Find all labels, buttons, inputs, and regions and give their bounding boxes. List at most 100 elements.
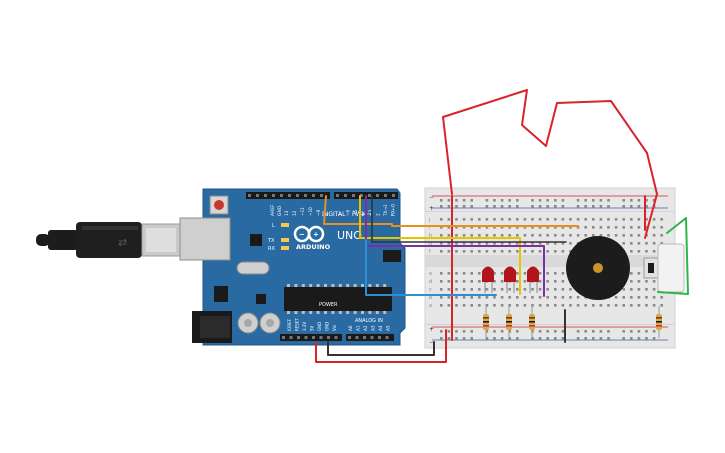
- wire-blue[interactable]: [365, 239, 497, 296]
- digital-pin-label: RX←0: [391, 204, 396, 216]
- resistor[interactable]: [506, 306, 512, 338]
- header-pin[interactable]: [363, 336, 366, 339]
- digital-pin-label: 8: [324, 213, 329, 216]
- header-pin[interactable]: [392, 194, 395, 197]
- atmega-chip: [284, 287, 392, 311]
- header-pin[interactable]: [348, 336, 351, 339]
- arduino-uno-board[interactable]: L TX RX − + ARDUINO UNO DIGITAL PWM~ POW…: [179, 188, 406, 346]
- row-letter: b: [429, 295, 432, 301]
- header-pin[interactable]: [378, 336, 381, 339]
- wire-yellow[interactable]: [359, 195, 521, 295]
- onboard-leds: L TX RX: [267, 223, 289, 252]
- resistor[interactable]: [483, 306, 489, 338]
- wire-black-digital[interactable]: [371, 195, 567, 243]
- header-pin[interactable]: [370, 336, 374, 339]
- header-pin[interactable]: [280, 194, 283, 197]
- digital-pin-label: ~3: [368, 209, 373, 216]
- header-pin[interactable]: [327, 336, 330, 339]
- header-pin[interactable]: [319, 336, 323, 339]
- row-letter: g: [429, 241, 432, 247]
- svg-text:−: −: [299, 231, 305, 239]
- power-pin-label: 5V: [310, 325, 315, 331]
- wire-red-top-loop[interactable]: [442, 89, 658, 195]
- row-letter: j: [428, 217, 430, 223]
- header-pin[interactable]: [256, 194, 259, 197]
- analog-header[interactable]: [346, 334, 394, 341]
- usb-chip: [250, 234, 262, 246]
- power-pin-label: Vin: [332, 324, 337, 331]
- header-pin[interactable]: [288, 194, 291, 197]
- led-label-l: L: [272, 223, 275, 229]
- digital-pin-label: 4: [361, 213, 366, 216]
- header-pin[interactable]: [296, 194, 299, 197]
- header-pin[interactable]: [385, 336, 389, 339]
- wire-black-gnd[interactable]: [327, 341, 435, 356]
- digital-pin-label: 12: [292, 210, 297, 216]
- header-pin[interactable]: [304, 336, 308, 339]
- header-pin[interactable]: [312, 336, 315, 339]
- header-pin[interactable]: [368, 194, 371, 197]
- header-pin[interactable]: [376, 194, 379, 197]
- wire-red-rail-right[interactable]: [644, 193, 658, 239]
- resistors[interactable]: [483, 306, 662, 338]
- header-pin[interactable]: [289, 336, 293, 339]
- header-pin[interactable]: [384, 194, 387, 197]
- svg-text:+: +: [313, 231, 319, 239]
- red-led-3[interactable]: [527, 266, 539, 294]
- digital-pin-label: 13: [284, 210, 289, 216]
- header-pin[interactable]: [352, 194, 355, 197]
- digital-header[interactable]: [246, 192, 398, 199]
- wire-red-5v[interactable]: [315, 329, 447, 363]
- analog-pin-label: A0: [348, 325, 353, 331]
- header-pin[interactable]: [334, 336, 338, 339]
- header-pin[interactable]: [282, 336, 285, 339]
- arduino-logo: − + ARDUINO UNO: [293, 225, 362, 251]
- usb-cable[interactable]: ⇄: [36, 222, 181, 258]
- wire-orange[interactable]: [323, 195, 579, 227]
- power-header[interactable]: [280, 334, 342, 341]
- row-letter: d: [429, 279, 432, 285]
- red-led-1[interactable]: [482, 266, 494, 294]
- header-pin[interactable]: [304, 194, 307, 197]
- pwm-label: PWM~: [352, 211, 372, 218]
- header-pin[interactable]: [320, 194, 323, 197]
- digital-pin-label: ~6: [346, 209, 351, 216]
- row-letter: h: [429, 233, 432, 239]
- analog-pin-label: A5: [386, 325, 391, 331]
- piezo-buzzer[interactable]: [566, 236, 630, 300]
- header-pin[interactable]: [264, 194, 267, 197]
- resistor[interactable]: [656, 306, 662, 338]
- header-pin[interactable]: [355, 336, 359, 339]
- header-pin[interactable]: [336, 194, 339, 197]
- wire-green[interactable]: [657, 217, 689, 295]
- wire-purple[interactable]: [365, 195, 545, 297]
- pushbutton[interactable]: [643, 243, 685, 293]
- resistor[interactable]: [529, 306, 535, 338]
- header-pin[interactable]: [248, 194, 251, 197]
- crystal: [236, 261, 270, 275]
- wires[interactable]: [315, 89, 689, 363]
- red-led-2[interactable]: [504, 266, 516, 294]
- header-pin[interactable]: [312, 194, 315, 197]
- rail-minus-bottom-left: −: [429, 339, 434, 346]
- power-pin-label: IOREF: [287, 318, 292, 331]
- header-pin[interactable]: [360, 194, 363, 197]
- row-letter: c: [429, 287, 432, 293]
- row-letter: i: [429, 225, 430, 231]
- arduino-logo-text: ARDUINO: [296, 243, 331, 251]
- power-pin-label: 3.3V: [302, 322, 307, 331]
- power-pin-label: RESET: [295, 318, 300, 331]
- digital-label: DIGITAL: [322, 211, 346, 218]
- icsp-header: [383, 250, 401, 262]
- header-pin[interactable]: [297, 336, 300, 339]
- power-pin-label: GND: [325, 322, 330, 331]
- digital-pin-label: ~10: [308, 207, 313, 216]
- header-pin[interactable]: [344, 194, 347, 197]
- row-letter: a: [429, 303, 432, 309]
- digital-pin-label: ~11: [300, 207, 305, 216]
- header-pin[interactable]: [272, 194, 275, 197]
- analog-pin-label: A1: [356, 325, 361, 331]
